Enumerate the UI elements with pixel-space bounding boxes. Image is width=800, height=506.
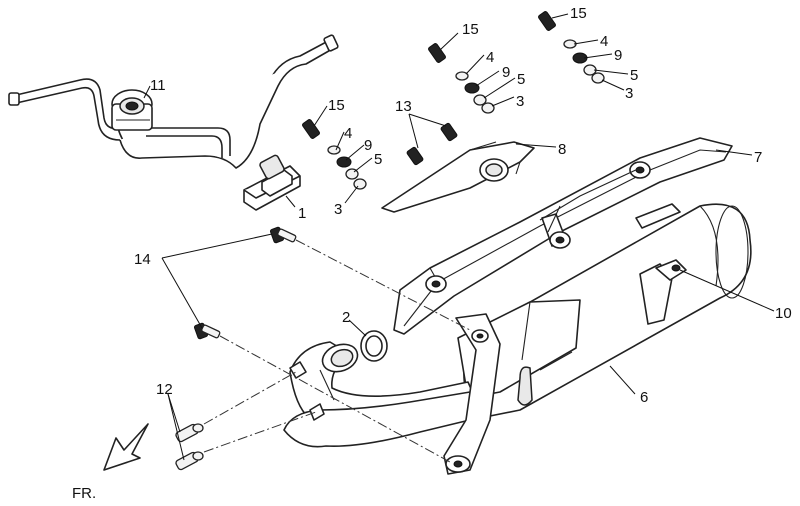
leader-lines <box>143 13 775 461</box>
callout-5: 5 <box>374 151 382 168</box>
callout-1: 1 <box>298 205 306 222</box>
bracket-boss <box>425 275 447 293</box>
exhaust-gasket <box>360 330 388 362</box>
callout-7: 7 <box>754 149 762 166</box>
reed-valve <box>111 89 153 131</box>
callout-2: 2 <box>342 309 350 326</box>
callout-8: 8 <box>558 141 566 158</box>
callout-9: 9 <box>364 137 372 154</box>
heat-shield-plate <box>381 141 535 213</box>
stud-axis-line <box>203 411 317 453</box>
rubber-damper <box>243 154 301 211</box>
callout-labels: 1 2 3 3 3 4 4 4 5 5 5 6 7 8 9 9 9 10 11 … <box>72 5 792 502</box>
lower-mount-bracket <box>443 313 501 475</box>
callout-11: 11 <box>150 77 166 94</box>
callout-9: 9 <box>502 64 510 81</box>
callout-10: 10 <box>775 305 792 322</box>
callout-15: 15 <box>328 97 345 114</box>
callout-5: 5 <box>630 67 638 84</box>
callout-14: 14 <box>134 251 151 268</box>
hardware-stack <box>406 122 458 166</box>
callout-4: 4 <box>600 33 608 50</box>
muffler-bracket-cover <box>393 137 733 335</box>
callout-4: 4 <box>344 125 352 142</box>
bracket-boss <box>629 161 651 179</box>
callout-4: 4 <box>486 49 494 66</box>
hardware-stack <box>428 43 495 114</box>
callout-3: 3 <box>334 201 342 218</box>
stud-axis-line <box>203 371 297 425</box>
callout-13: 13 <box>395 98 412 115</box>
callout-9: 9 <box>614 47 622 64</box>
bolt-axis-line <box>219 335 451 463</box>
stud-bolt <box>175 423 204 443</box>
callout-3: 3 <box>625 85 633 102</box>
secondary-air-hose-assembly <box>8 34 339 169</box>
mount-bolt <box>193 322 221 340</box>
mount-bolt <box>269 226 297 244</box>
bracket-boss <box>541 213 571 249</box>
front-direction-arrow <box>103 423 149 471</box>
callout-15: 15 <box>570 5 587 22</box>
bolt-axis-line <box>295 239 471 331</box>
callout-12: 12 <box>156 381 173 398</box>
callout-15: 15 <box>462 21 479 38</box>
callout-5: 5 <box>517 71 525 88</box>
hardware-stack <box>302 119 367 190</box>
callout-3: 3 <box>516 93 524 110</box>
stud-bolt <box>175 451 204 471</box>
front-label: FR. <box>72 485 96 502</box>
callout-6: 6 <box>640 389 648 406</box>
